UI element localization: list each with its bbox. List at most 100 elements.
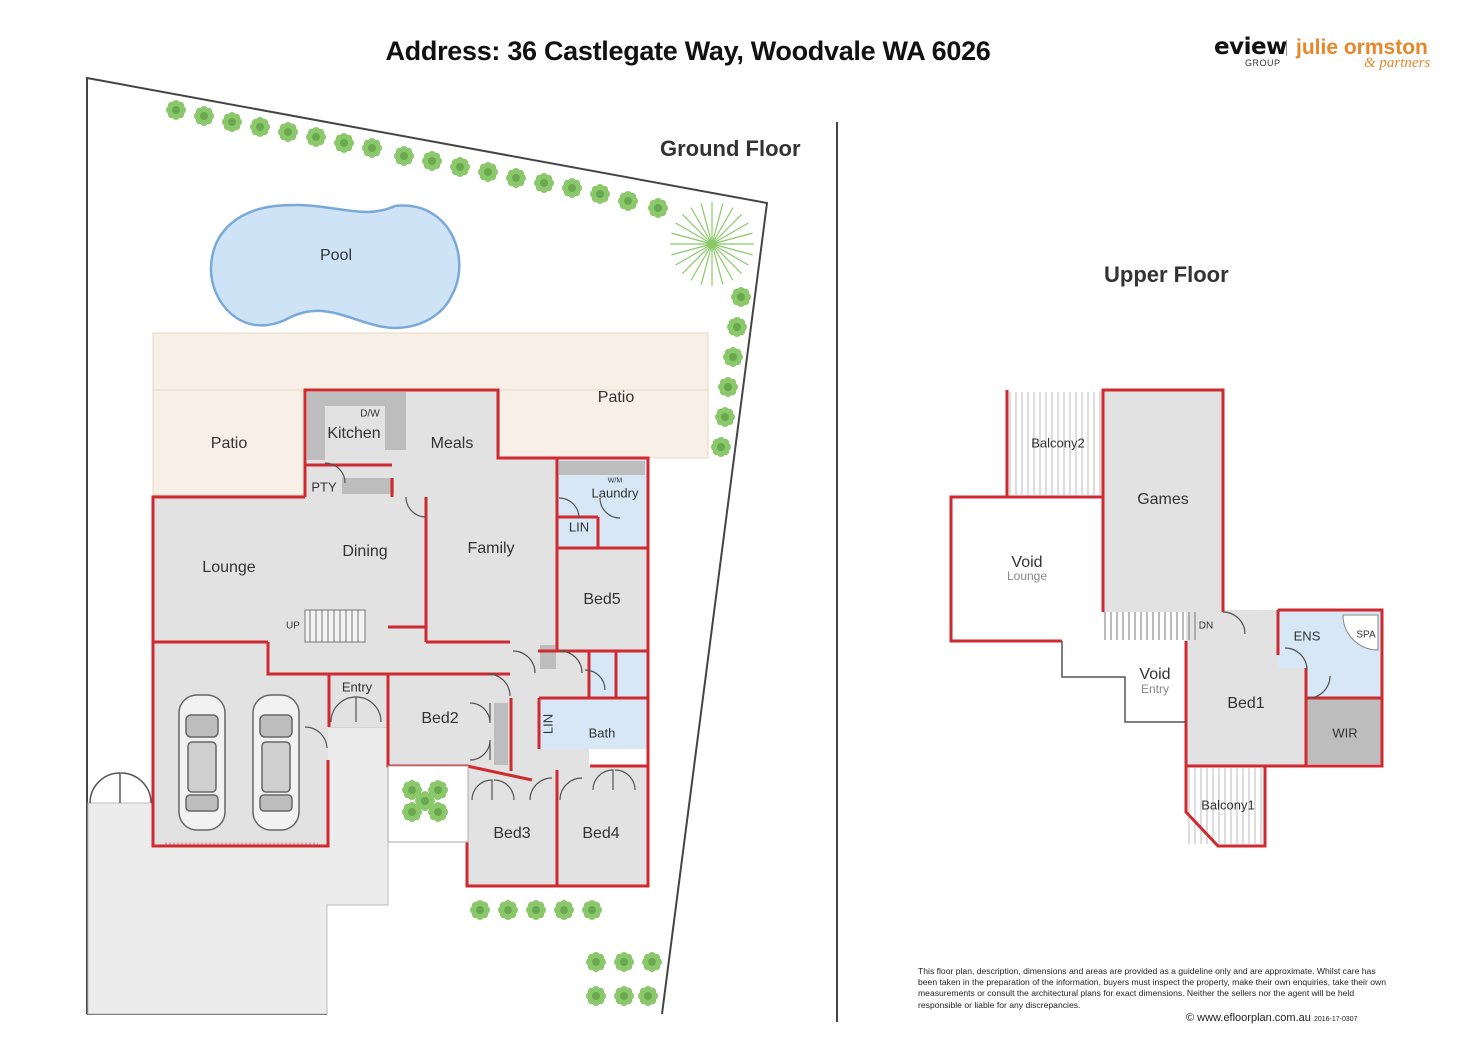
room-label-laundry: Laundry: [591, 485, 639, 501]
shrub-icon: [470, 900, 490, 920]
julie-ormston-wordmark: julie ormston: [1296, 36, 1428, 59]
agency-logo: eview GROUP julie ormston & partners: [1214, 34, 1444, 74]
shrub-icon: [648, 198, 668, 218]
room-sublabel-lounge: Lounge: [1006, 569, 1048, 583]
shrub-icon: [718, 377, 738, 397]
room-label-lin-laundry: LIN: [568, 519, 590, 535]
shrub-icon: [415, 791, 435, 811]
balcony-decking: [1009, 392, 1262, 844]
stairs-label-dn: DN: [1198, 620, 1214, 632]
upper-doors: [1222, 611, 1331, 699]
shrub-icon: [614, 986, 634, 1006]
shrub-icon: [222, 112, 242, 132]
logo-separator: [1286, 40, 1287, 56]
shrub-icon: [334, 133, 354, 153]
shrub-icon: [498, 900, 518, 920]
shrub-icon: [554, 900, 574, 920]
credit-line: © www.efloorplan.com.au 2016-17-0307: [1186, 1012, 1358, 1024]
shrub-icon: [727, 317, 747, 337]
shrub-icon: [506, 168, 526, 188]
shrub-icon: [166, 100, 186, 120]
room-label-meals: Meals: [430, 435, 474, 452]
room-label-dining: Dining: [342, 543, 388, 560]
room-label-balcony2: Balcony2: [1031, 435, 1085, 451]
stairs-label-up: UP: [286, 620, 300, 632]
shrub-icon: [562, 178, 582, 198]
shrub-icon: [731, 287, 751, 307]
car-icon: [178, 694, 300, 831]
room-label-ens: ENS: [1293, 628, 1321, 644]
fixture-label-spa: SPA: [1356, 629, 1376, 641]
room-label-void-entry: Void: [1139, 666, 1171, 683]
room-label-wir: WIR: [1332, 725, 1358, 741]
shrub-icon: [534, 173, 554, 193]
shrub-icon: [582, 900, 602, 920]
room-label-games: Games: [1137, 491, 1189, 508]
shrub-icon: [723, 347, 743, 367]
room-label-bed3: Bed3: [493, 825, 531, 842]
ground-doors: [304, 462, 636, 801]
page-title: Address: 36 Castlegate Way, Woodvale WA …: [385, 36, 991, 66]
ground-stairs: [304, 609, 366, 643]
shrub-icon: [614, 952, 634, 972]
plan-code: 2016-17-0307: [1313, 1016, 1358, 1023]
pool: [209, 203, 461, 330]
room-label-patio-left: Patio: [210, 435, 248, 452]
ground-walls: [151, 388, 650, 888]
spa-fixture: [1342, 614, 1379, 651]
room-label-bed4: Bed4: [582, 825, 620, 842]
disclaimer-text: This floor plan, description, dimensions…: [918, 966, 1386, 1010]
group-wordmark: GROUP: [1245, 58, 1281, 68]
room-label-void-lounge: Void: [1011, 554, 1043, 571]
room-sublabel-entry: Entry: [1140, 682, 1170, 696]
room-label-lin-hall: LIN: [540, 713, 556, 735]
room-label-pty: PTY: [311, 479, 337, 495]
room-label-kitchen: Kitchen: [327, 425, 381, 442]
credit-url: © www.efloorplan.com.au: [1186, 1012, 1311, 1024]
shrub-icon: [306, 127, 326, 147]
shrub-icon: [618, 191, 638, 211]
shrub-icon: [638, 986, 658, 1006]
shrub-icon: [428, 780, 448, 800]
ground-rooms: [153, 390, 647, 886]
front-gate: [89, 772, 152, 804]
room-label-family: Family: [467, 540, 515, 557]
upper-stairs: [1104, 612, 1196, 640]
room-label-patio-right: Patio: [597, 389, 635, 406]
room-label-bed2: Bed2: [421, 710, 459, 727]
shrub-icon: [278, 122, 298, 142]
eview-wordmark: eview: [1214, 34, 1287, 60]
shrub-icon: [711, 437, 731, 457]
room-label-entry: Entry: [341, 679, 373, 695]
kitchen-benches: [307, 392, 645, 765]
void-outline: [1061, 641, 1186, 723]
upper-floor-title: Upper Floor: [1104, 262, 1229, 287]
shrub-icon: [362, 138, 382, 158]
shrub-icon: [250, 117, 270, 137]
partners-wordmark: & partners: [1364, 55, 1431, 71]
shrub-icon: [450, 157, 470, 177]
large-tree-icon: [670, 202, 754, 286]
shrub-icon: [586, 952, 606, 972]
shrub-icon: [194, 106, 214, 126]
room-label-bed5: Bed5: [583, 591, 621, 608]
shrub-icon: [590, 184, 610, 204]
room-label-lounge: Lounge: [202, 559, 256, 576]
fixture-label-wm: W/M: [607, 477, 623, 485]
room-label-balcony1: Balcony1: [1201, 797, 1255, 813]
shrub-icon: [715, 407, 735, 427]
fixture-label-dw: D/W: [360, 408, 380, 420]
shrub-icon: [394, 146, 414, 166]
upper-rooms: [1103, 390, 1382, 766]
room-label-bed1: Bed1: [1227, 695, 1265, 712]
shrub-icon: [422, 151, 442, 171]
shrub-icon: [586, 986, 606, 1006]
trees: [166, 100, 751, 1006]
shrub-icon: [478, 162, 498, 182]
ground-floor-title: Ground Floor: [660, 136, 801, 161]
upper-walls: [949, 388, 1384, 848]
shrub-icon: [642, 952, 662, 972]
room-label-pool: Pool: [319, 247, 353, 264]
room-label-bath: Bath: [588, 725, 616, 741]
